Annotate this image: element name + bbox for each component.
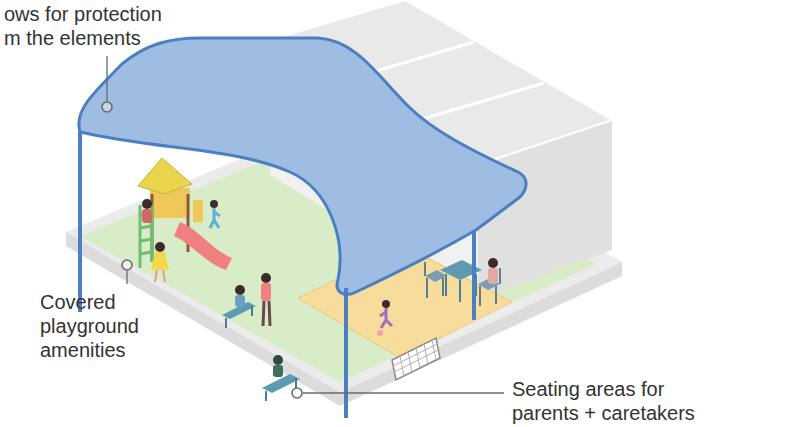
roof-divider — [409, 83, 544, 123]
canopy-posts — [80, 132, 474, 418]
table-set — [425, 258, 500, 306]
callout-label: ows for protection m the elements — [4, 2, 182, 50]
shade-canopy — [79, 38, 526, 294]
soccer-goal — [392, 338, 440, 380]
leader-lines — [102, 56, 504, 398]
bench — [222, 285, 300, 401]
play-structure — [138, 158, 232, 270]
callout-label: Seating areas for parents + caretakers — [512, 377, 724, 425]
callout-label: Covered playground amenities — [40, 290, 160, 362]
